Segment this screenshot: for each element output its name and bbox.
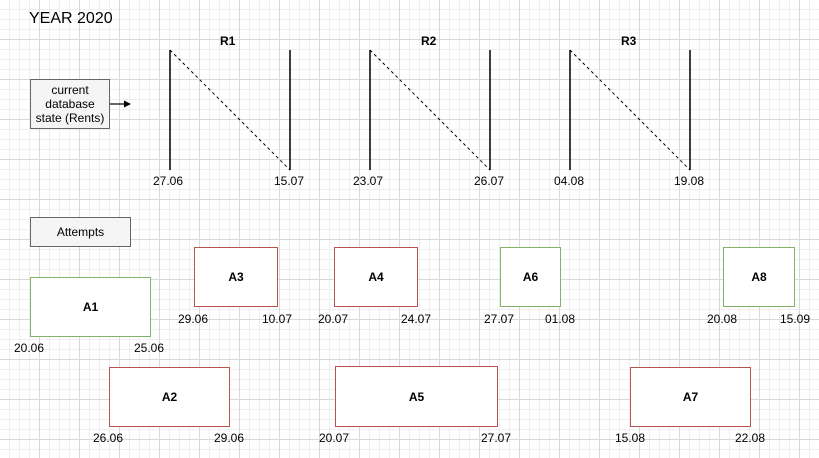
attempt-a4-end: 24.07	[401, 312, 432, 326]
attempt-a2-start: 26.06	[93, 431, 124, 445]
rent-r3-start: 04.08	[554, 174, 585, 188]
attempt-a4-label: A4	[368, 270, 384, 284]
attempts-box: Attempts	[30, 217, 131, 247]
arrow-icon	[110, 100, 131, 108]
attempt-a7-end: 22.08	[735, 431, 766, 445]
rent-r1-start: 27.06	[153, 174, 184, 188]
attempt-a2-label: A2	[161, 390, 178, 404]
rent-r3-label: R3	[621, 34, 637, 48]
attempt-a1-end: 25.06	[134, 341, 165, 355]
attempt-a4-box: A4	[334, 247, 418, 307]
diagram-title: YEAR 2020	[29, 10, 113, 27]
attempt-a3-start: 29.06	[178, 312, 209, 326]
attempt-a1-box: A1	[30, 277, 151, 337]
attempt-a2-box: A2	[109, 367, 230, 427]
attempt-a1-label: A1	[82, 300, 99, 314]
attempt-a3-label: A3	[228, 270, 244, 284]
rent-r1-end: 15.07	[274, 174, 305, 188]
attempt-a8-label: A8	[751, 270, 767, 284]
rent-r3-lines	[569, 49, 691, 171]
rent-r1-label: R1	[220, 34, 236, 48]
attempt-a7-start: 15.08	[615, 431, 646, 445]
attempt-a5-label: A5	[408, 389, 425, 404]
attempt-a6-box: A6	[500, 247, 561, 307]
rent-r3-end: 19.08	[674, 174, 705, 188]
attempt-a5-box: A5	[335, 366, 498, 427]
rent-r2-end: 26.07	[474, 174, 505, 188]
attempt-a7-label: A7	[682, 390, 699, 404]
rent-r2-lines	[369, 49, 491, 171]
attempt-a8-box: A8	[723, 247, 795, 307]
database-state-box: current database state (Rents)	[30, 79, 110, 129]
attempt-a5-end: 27.07	[481, 431, 512, 445]
attempt-a8-start: 20.08	[707, 312, 738, 326]
attempt-a8-end: 15.09	[780, 312, 811, 326]
attempt-a6-start: 27.07	[484, 312, 515, 326]
attempt-a6-end: 01.08	[545, 312, 576, 326]
attempt-a6-label: A6	[522, 270, 539, 284]
attempt-a2-end: 29.06	[214, 431, 245, 445]
attempt-a5-start: 20.07	[319, 431, 350, 445]
attempt-a3-box: A3	[194, 247, 278, 307]
attempt-a4-start: 20.07	[318, 312, 349, 326]
rent-r1-lines	[169, 49, 291, 171]
rent-r2-start: 23.07	[353, 174, 384, 188]
rent-r2-label: R2	[421, 34, 437, 48]
attempt-a1-start: 20.06	[14, 341, 45, 355]
attempt-a3-end: 10.07	[262, 312, 293, 326]
attempt-a7-box: A7	[630, 367, 751, 427]
